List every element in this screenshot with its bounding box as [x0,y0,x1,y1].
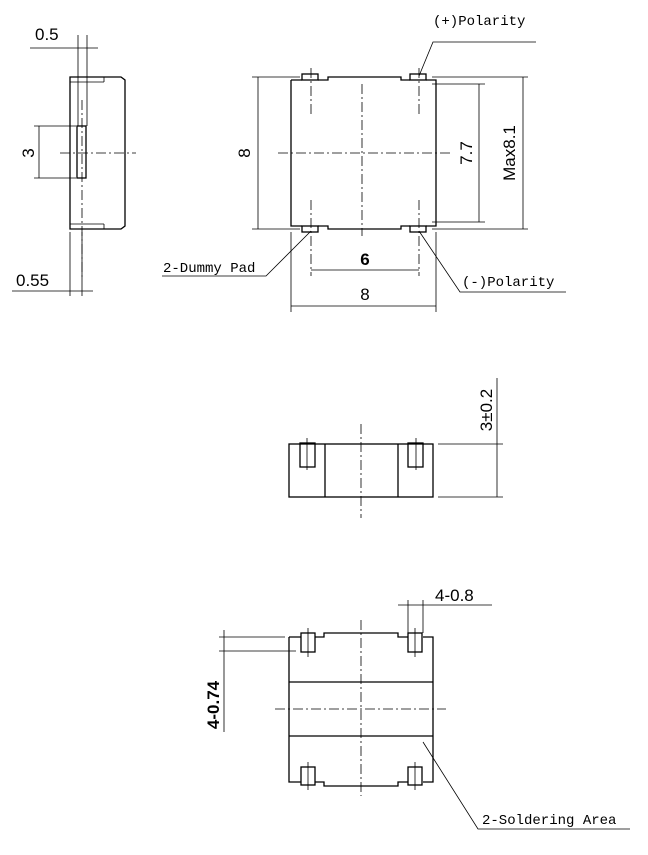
minus-polarity-label: (-)Polarity [462,275,554,291]
footprint-dim-pad-length: 4-0.74 [204,680,223,729]
dummy-pad-label: 2-Dummy Pad [163,261,255,277]
footprint-dim-pad-width: 4-0.8 [435,586,474,605]
top-dim-inner-height: 7.7 [457,141,476,165]
side-dim-bottom: 0.55 [16,271,49,290]
top-dim-pad-pitch: 6 [360,250,369,269]
front-view: 3±0.2 [288,378,503,518]
side-dim-height: 3 [19,148,38,157]
side-dim-top: 0.5 [35,25,59,44]
footprint-view: 4-0.8 4-0.74 2-Soldering Area [204,586,630,830]
top-view: 8 7.7 Max8.1 6 8 (+)Polarity (-)Polarity… [162,14,566,312]
front-dim-height: 3±0.2 [477,389,496,431]
soldering-area-label: 2-Soldering Area [482,813,616,829]
top-dim-width: 8 [360,285,369,304]
top-dim-max-height: Max8.1 [500,125,519,181]
plus-polarity-label: (+)Polarity [433,14,525,30]
top-dim-height: 8 [235,148,254,157]
side-view: 0.5 3 0.55 [12,25,136,296]
